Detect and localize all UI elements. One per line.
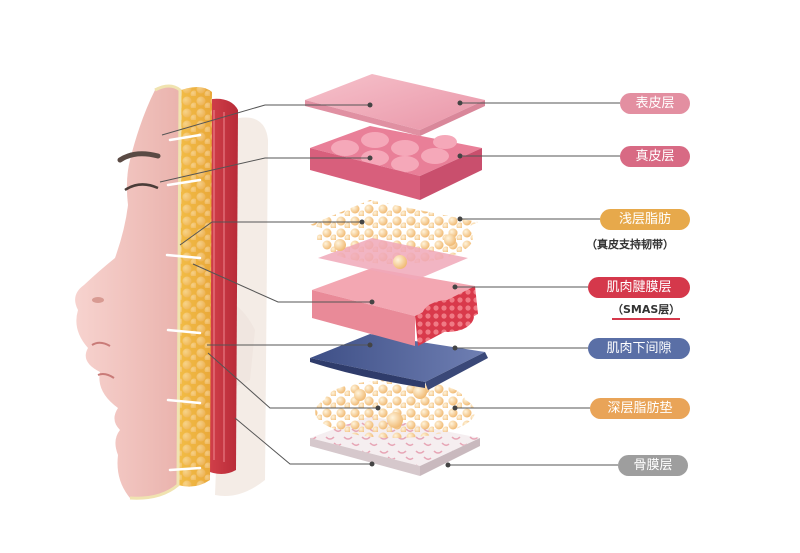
layer-label-smas: 肌肉腱膜层 — [588, 277, 690, 298]
layer-label-periosteum: 骨膜层 — [618, 455, 688, 476]
layer-note-superficial-fat: （真皮支持韧带） — [586, 238, 674, 251]
layer-label-epidermis: 表皮层 — [620, 93, 690, 114]
face-cross-section-icon — [75, 84, 268, 500]
layer-label-dermis: 真皮层 — [620, 146, 690, 167]
layer-label-superficial-fat: 浅层脂肪 — [600, 209, 690, 230]
layer-label-deep-fat-pad: 深层脂肪垫 — [590, 398, 690, 419]
skin-layer-stack-icon — [305, 74, 488, 476]
layer-label-submuscular-space: 肌肉下间隙 — [588, 338, 690, 359]
layer-note-smas: （SMAS层） — [612, 301, 681, 320]
connector-dots — [359, 100, 463, 468]
face-connector-lines — [159, 104, 378, 465]
label-connector-lines — [448, 102, 620, 466]
